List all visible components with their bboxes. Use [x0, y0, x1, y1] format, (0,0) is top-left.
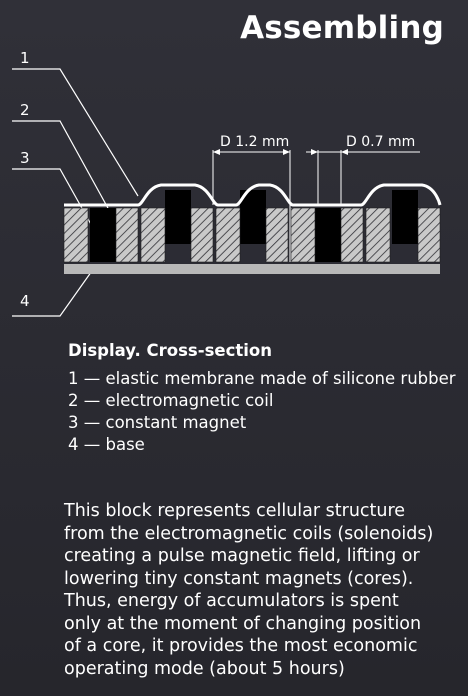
legend-item: 1 — elastic membrane made of silicone ru…	[68, 368, 456, 390]
dimension-label-1: D 1.2 mm	[220, 134, 289, 150]
description-line: from the electromagnetic coils (solenoid…	[64, 523, 434, 544]
description-line: Thus, energy of accumulators is spent	[64, 591, 399, 611]
legend-separator: —	[83, 391, 101, 410]
section-heading: Display. Cross-section	[68, 341, 273, 360]
coil	[190, 207, 214, 263]
callout-3: 3	[20, 149, 30, 167]
legend-separator: —	[83, 369, 101, 388]
legend-item: 4 — base	[68, 434, 456, 456]
callout-2: 2	[20, 101, 30, 119]
callout-4: 4	[20, 292, 30, 310]
callout-1: 1	[20, 49, 30, 67]
magnet-core	[315, 208, 341, 262]
magnet-core	[90, 208, 116, 262]
legend-text: constant magnet	[105, 413, 247, 432]
base-plate	[64, 264, 440, 274]
coil	[340, 207, 364, 263]
magnet-core	[392, 190, 418, 244]
elastic-membrane	[64, 183, 442, 207]
coil	[417, 207, 441, 263]
arrowhead	[311, 149, 318, 155]
legend-text: base	[105, 435, 145, 454]
leader-line-4	[12, 267, 95, 317]
magnet-core	[240, 190, 266, 244]
description-line: of a core, it provides the most economic	[64, 636, 418, 656]
coil	[63, 207, 89, 263]
legend-number: 3	[68, 413, 79, 432]
dimension-label-2: D 0.7 mm	[346, 134, 415, 150]
coil	[365, 207, 391, 263]
legend-text: elastic membrane made of silicone rubber	[105, 369, 456, 388]
magnet-core	[165, 190, 191, 244]
leader-line-1	[12, 68, 139, 197]
coil	[215, 207, 241, 263]
legend-number: 4	[68, 435, 79, 454]
coils	[63, 207, 441, 263]
legend-item: 2 — electromagnetic coil	[68, 390, 456, 412]
coil	[115, 207, 139, 263]
legend-item: 3 — constant magnet	[68, 412, 456, 434]
coil	[265, 207, 289, 263]
legend-number: 1	[68, 369, 79, 388]
arrowhead	[341, 149, 348, 155]
coil	[140, 207, 166, 263]
legend-separator: —	[83, 435, 101, 454]
description-line: This block represents cellular structure	[64, 501, 406, 521]
page-title: Assembling	[240, 10, 444, 46]
legend-list: 1 — elastic membrane made of silicone ru…	[68, 368, 456, 456]
leader-line-2	[12, 120, 121, 231]
arrowhead	[213, 149, 220, 155]
description-line: operating mode (about 5 hours)	[64, 658, 345, 679]
arrowhead	[283, 149, 290, 155]
cross-section-diagram: 1 2 3 4 D 1.2 mm D 0.7 mm	[12, 49, 442, 317]
description-paragraph: This block represents cellular structure…	[64, 500, 464, 680]
legend-separator: —	[83, 413, 101, 432]
description-line: creating a pulse magnetic field, lifting…	[64, 546, 420, 566]
legend-number: 2	[68, 391, 79, 410]
description-line: only at the moment of changing position	[64, 613, 422, 634]
legend-text: electromagnetic coil	[105, 391, 274, 410]
magnet-cores	[90, 190, 418, 262]
description-line: lowering tiny constant magnets (cores).	[64, 568, 414, 589]
coil	[290, 207, 316, 263]
